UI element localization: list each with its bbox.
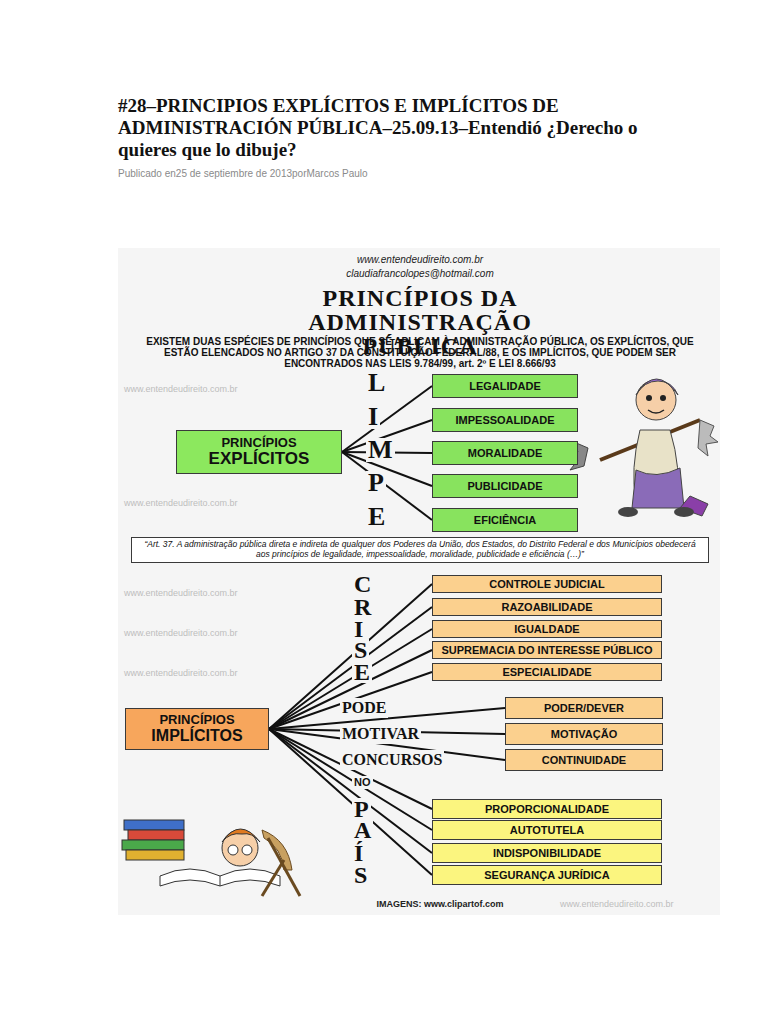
principle-box: EFICIÊNCIA — [432, 508, 578, 532]
books-student-figure — [122, 820, 300, 896]
connector-line — [269, 729, 432, 830]
principle-box: RAZOABILIDADE — [432, 598, 662, 616]
box-text: MOTIVAÇÃO — [551, 728, 617, 741]
mnemonic-letter: E — [352, 661, 372, 683]
watermark: www.entendeudireito.com.br — [124, 628, 264, 639]
principle-box: PROPORCIONALIDADE — [432, 799, 662, 819]
box-text: SEGURANÇA JURÍDICA — [484, 869, 610, 882]
box-text: IMPLÍCITOS — [151, 727, 242, 745]
box-text: ESPECIALIDADE — [502, 666, 591, 679]
mnemonic-letter: P — [352, 798, 371, 820]
mnemonic-letter: C — [352, 573, 373, 595]
box-text: IGUALDADE — [514, 623, 579, 636]
category-box: PRINCÍPIOSEXPLÍCITOS — [176, 430, 342, 474]
principle-box: MOTIVAÇÃO — [505, 723, 663, 745]
connector-line — [269, 672, 432, 729]
connector-line — [269, 607, 432, 729]
box-text: EFICIÊNCIA — [474, 514, 536, 527]
box-text: PROPORCIONALIDADE — [485, 803, 609, 816]
mnemonic-letter: I — [352, 618, 365, 640]
principle-box: PODER/DEVER — [505, 697, 663, 719]
mnemonic-word: PODE — [340, 698, 388, 718]
box-text: PUBLICIDADE — [467, 480, 542, 493]
box-text: PRINCÍPIOS — [221, 436, 296, 450]
box-text: EXPLÍCITOS — [209, 450, 310, 469]
watermark: www.entendeudireito.com.br — [124, 668, 264, 679]
quote-box: “Art. 37. A administração pública direta… — [131, 537, 709, 563]
watermark: www.entendeudireito.com.br — [560, 899, 700, 910]
intro-text: EXISTEM DUAS ESPÉCIES DE PRINCÍPIOS QUE … — [135, 336, 705, 369]
principle-box: CONTINUIDADE — [505, 749, 663, 771]
mnemonic-letter: R — [352, 596, 373, 618]
box-text: IMPESSOALIDADE — [455, 414, 554, 427]
mnemonic-letter: I — [366, 405, 380, 429]
box-text: LEGALIDADE — [469, 380, 541, 393]
principle-box: CONTROLE JUDICIAL — [432, 575, 662, 593]
box-text: PODER/DEVER — [544, 702, 624, 715]
category-box: PRINCÍPIOSIMPLÍCITOS — [125, 708, 269, 750]
image-credit: IMAGENS: www.clipartof.com — [330, 899, 550, 910]
mnemonic-word: CONCURSOS — [340, 750, 444, 770]
mnemonic-word: MOTIVAR — [340, 724, 421, 744]
watermark: www.entendeudireito.com.br — [124, 588, 264, 599]
box-text: SUPREMACIA DO INTERESSE PÚBLICO — [441, 644, 652, 657]
box-text: INDISPONIBILIDADE — [493, 847, 601, 860]
connector-line — [269, 629, 432, 729]
principle-box: SUPREMACIA DO INTERESSE PÚBLICO — [432, 641, 662, 659]
box-text: AUTOTUTELA — [510, 824, 584, 837]
mnemonic-letter: P — [366, 471, 386, 495]
watermark: www.entendeudireito.com.br — [124, 498, 264, 509]
principle-box: LEGALIDADE — [432, 374, 578, 398]
connector-line — [269, 584, 432, 729]
watermark: www.entendeudireito.com.br — [124, 384, 264, 395]
image-ground — [118, 248, 720, 915]
mnemonic-letter: A — [352, 819, 373, 841]
principle-box: PUBLICIDADE — [432, 474, 578, 498]
mnemonic-letter: Í — [352, 842, 365, 864]
mnemonic-letter: M — [366, 438, 395, 462]
principle-box: IGUALDADE — [432, 620, 662, 638]
connector-line — [269, 729, 432, 853]
post-meta: Publicado en25 de septiembre de 2013porM… — [118, 168, 638, 180]
cleaning-lady-figure — [566, 379, 718, 517]
box-text: RAZOABILIDADE — [501, 601, 592, 614]
principle-box: MORALIDADE — [432, 441, 578, 465]
principle-box: ESPECIALIDADE — [432, 663, 662, 681]
mnemonic-letter: S — [352, 639, 369, 661]
box-text: “Art. 37. A administração pública direta… — [140, 540, 700, 560]
site-url: www.entendeudireito.com.br — [270, 254, 570, 266]
principle-box: INDISPONIBILIDADE — [432, 843, 662, 863]
mnemonic-letter: L — [366, 371, 387, 395]
page-title: #28–PRINCIPIOS EXPLÍCITOS E IMPLÍCITOS D… — [118, 95, 638, 161]
principle-box: IMPESSOALIDADE — [432, 408, 578, 432]
box-text: CONTROLE JUDICIAL — [489, 578, 605, 591]
principle-box: AUTOTUTELA — [432, 820, 662, 840]
mnemonic-word: NO — [352, 776, 373, 789]
principle-box: SEGURANÇA JURÍDICA — [432, 865, 662, 885]
box-text: MORALIDADE — [468, 447, 543, 460]
box-text: PRINCÍPIOS — [159, 713, 234, 727]
mnemonic-letter: E — [366, 505, 387, 529]
mnemonic-letter: S — [352, 864, 369, 886]
box-text: CONTINUIDADE — [542, 754, 626, 767]
email: claudiafrancolopes@hotmail.com — [270, 268, 570, 280]
